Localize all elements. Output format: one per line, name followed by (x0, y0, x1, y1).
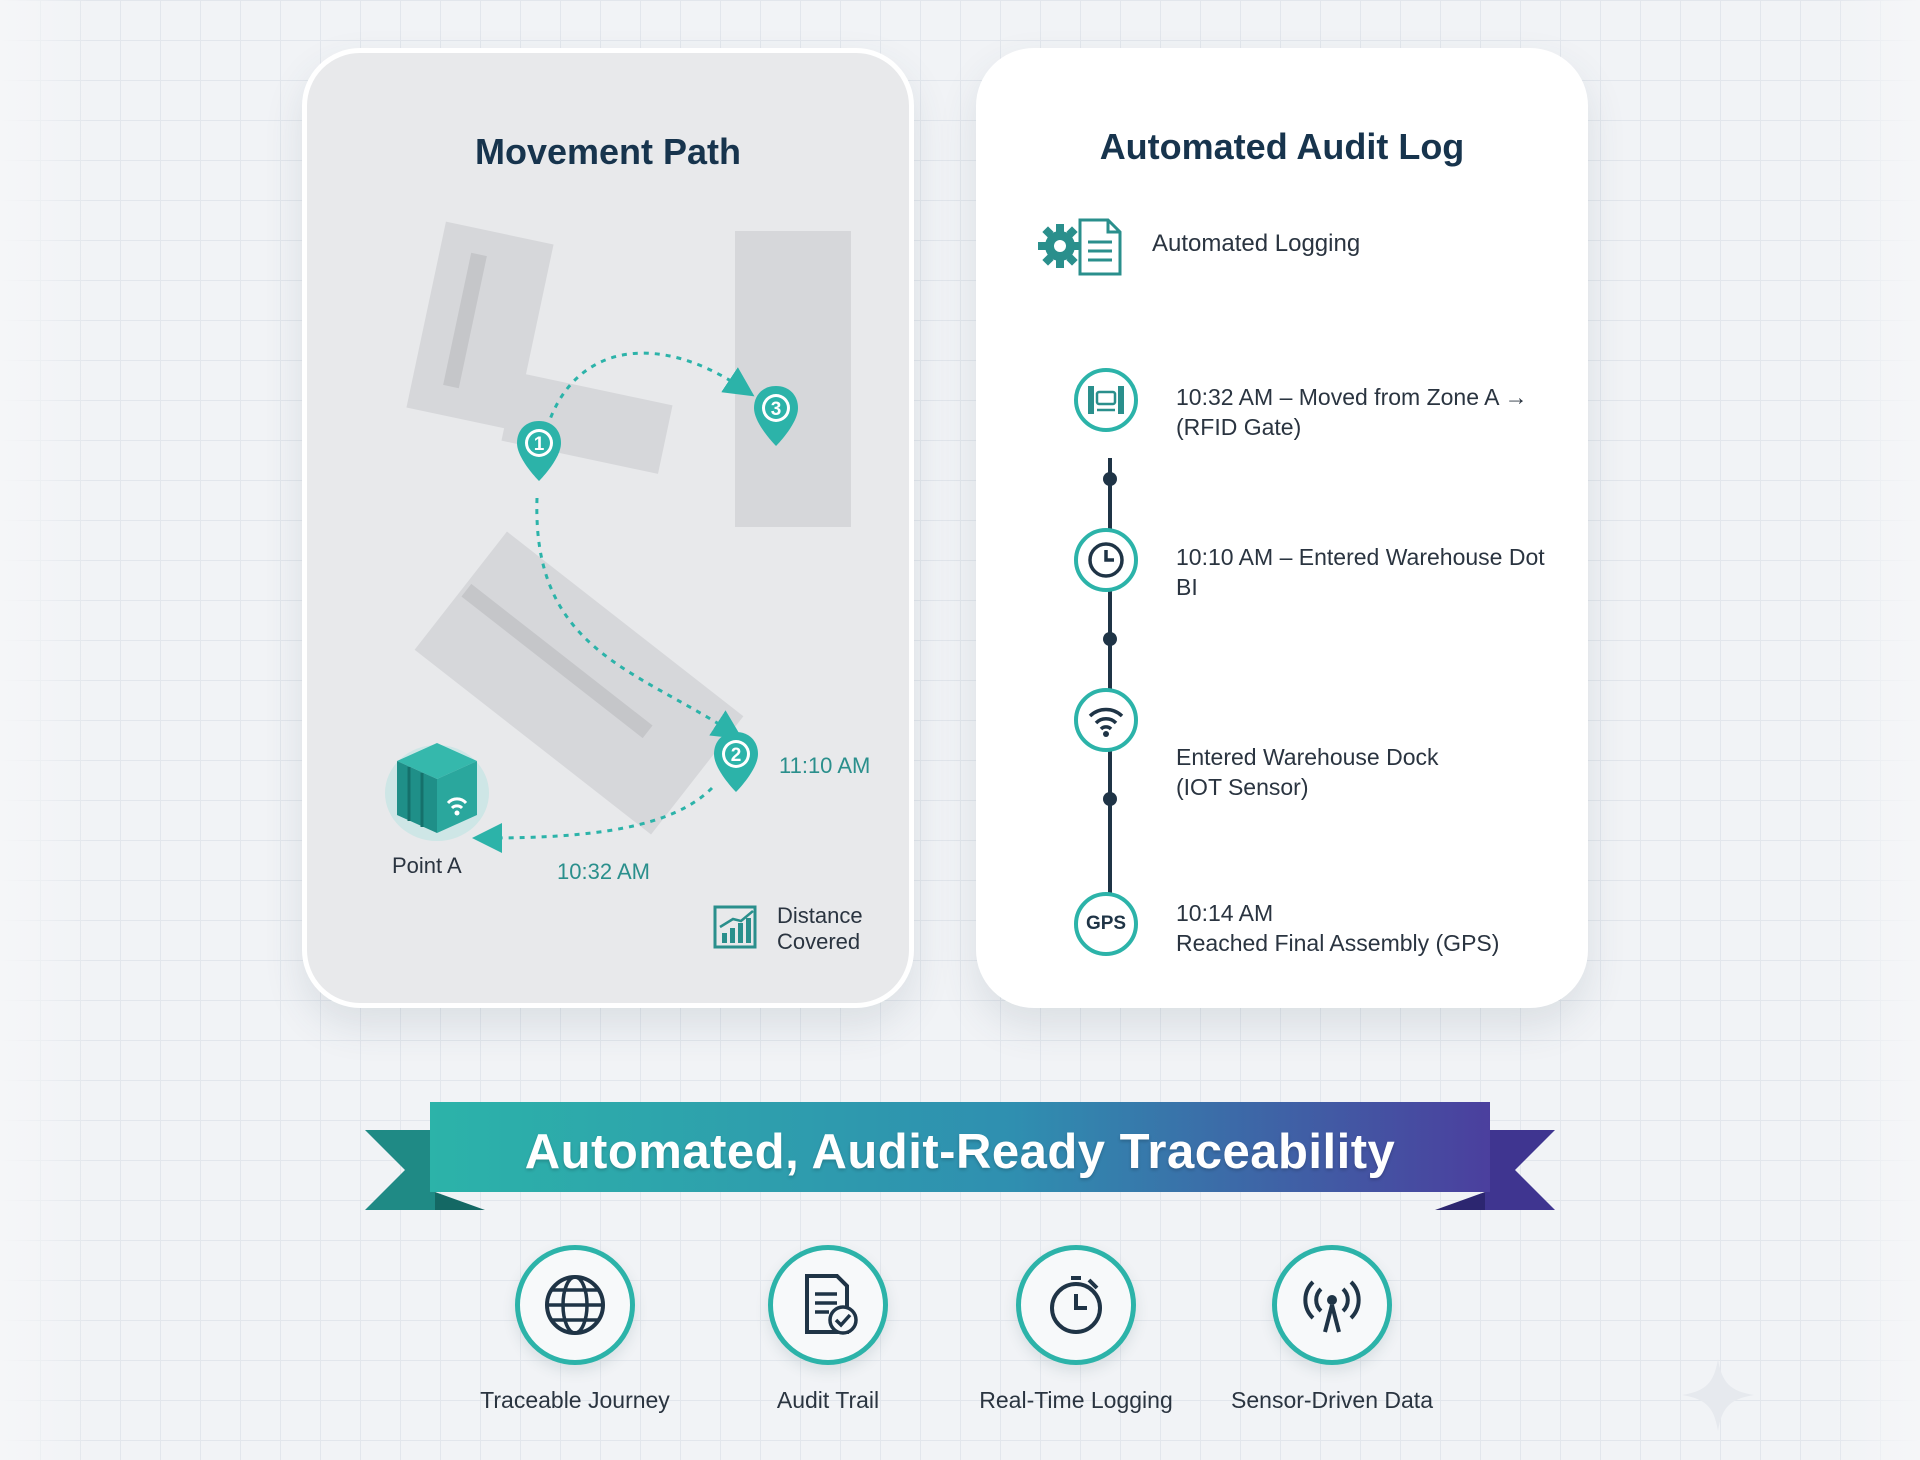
map-pin-1[interactable]: 1 (515, 419, 563, 483)
audit-entry-2-line-2: BI (1176, 574, 1198, 600)
map-pin-2[interactable]: 2 (712, 730, 760, 794)
distance-label-line-1: Distance (777, 903, 863, 928)
antenna-icon (1272, 1245, 1392, 1365)
feature-label-audit-trail: Audit Trail (776, 1387, 880, 1413)
feature-traceable-journey: Traceable Journey (455, 1245, 695, 1414)
feature-real-time-logging: Real-Time Logging (956, 1245, 1196, 1414)
audit-entry-4-line-1: 10:14 AM (1176, 900, 1274, 926)
timeline-dot (1103, 472, 1117, 486)
timeline-dot (1103, 792, 1117, 806)
banner-title: Automated, Audit-Ready Traceability (524, 1125, 1396, 1179)
automated-logging-label: Automated Logging (1152, 230, 1361, 257)
stopwatch-icon (1016, 1245, 1136, 1365)
clock-icon (1074, 528, 1138, 592)
distance-chart-icon (713, 905, 757, 949)
feature-sensor-driven-data: Sensor-Driven Data (1212, 1245, 1452, 1414)
feature-label-traceable-journey: Traceable Journey (480, 1387, 670, 1413)
gps-icon-text: GPS (1085, 913, 1127, 934)
package-box-icon (385, 743, 489, 841)
title-ribbon (365, 1102, 1555, 1210)
movement-path-card: Movement Path 1 3 2 11:10 AM 10:32 AM (302, 48, 914, 1008)
rfid-gate-icon (1074, 368, 1138, 432)
pin-2-label: 2 (731, 745, 742, 766)
map-pin-3[interactable]: 3 (752, 384, 800, 448)
audit-log-title: Automated Audit Log (1099, 126, 1465, 167)
audit-entry-3: Entered Warehouse Dock (IOT Sensor) (1176, 742, 1566, 802)
movement-route (472, 351, 755, 853)
audit-entry-1-line-1: 10:32 AM – Moved from Zone A → (1176, 384, 1528, 410)
feature-label-sensor-driven-data: Sensor-Driven Data (1231, 1387, 1433, 1413)
distance-label-line-2: Covered (777, 929, 861, 954)
left-edge-fade (0, 0, 90, 1460)
audit-log-card: Automated Audit Log Automated Logging (976, 48, 1588, 1008)
audit-entry-3-line-1: Entered Warehouse Dock (1176, 744, 1439, 770)
pin-3-label: 3 (771, 399, 782, 420)
audit-entry-4: 10:14 AM Reached Final Assembly (GPS) (1176, 898, 1566, 958)
sparkle-icon (1682, 1359, 1754, 1431)
movement-path-title: Movement Path (474, 131, 742, 172)
pin-2-time: 11:10 AM (779, 753, 871, 778)
pin-1-label: 1 (534, 434, 545, 455)
audit-entry-3-line-2: (IOT Sensor) (1176, 774, 1309, 800)
start-point-label: Point A (392, 853, 462, 878)
gps-icon: GPS (1074, 892, 1138, 956)
audit-entry-1: 10:32 AM – Moved from Zone A → (RFID Gat… (1176, 382, 1566, 442)
audit-entry-1-line-2: (RFID Gate) (1176, 414, 1302, 440)
timeline-dot (1103, 632, 1117, 646)
right-edge-fade (1830, 0, 1920, 1460)
audit-entry-4-line-2: Reached Final Assembly (GPS) (1176, 930, 1500, 956)
distance-covered-label: Distance Covered (777, 903, 863, 955)
arrival-time: 10:32 AM (557, 859, 650, 884)
feature-label-real-time-logging: Real-Time Logging (979, 1387, 1173, 1413)
gear-document-icon (1038, 218, 1122, 276)
wifi-icon (1074, 688, 1138, 752)
document-check-icon (768, 1245, 888, 1365)
feature-audit-trail: Audit Trail (708, 1245, 948, 1414)
audit-entry-2-line-1: 10:10 AM – Entered Warehouse Dot (1176, 544, 1545, 570)
globe-icon (515, 1245, 635, 1365)
audit-entry-2: 10:10 AM – Entered Warehouse Dot BI (1176, 542, 1566, 602)
